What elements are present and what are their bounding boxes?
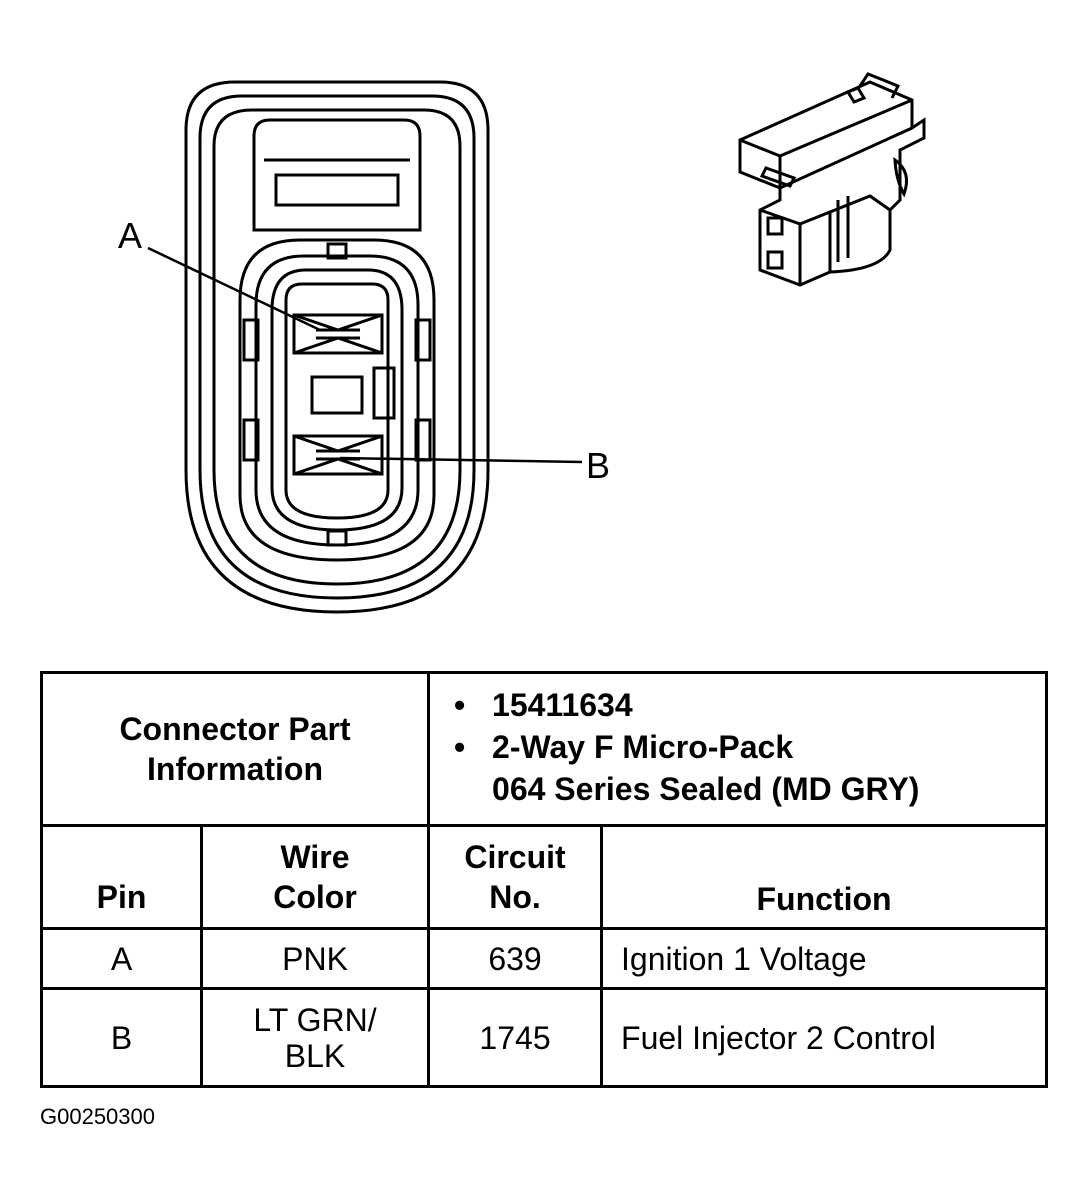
col-header-function: Function [600, 824, 1049, 930]
row-b-wire-color: LT GRN/ BLK [199, 987, 431, 1088]
col-header-pin: Pin [40, 824, 203, 930]
part-number: 15411634 [492, 687, 633, 723]
description-line1: 2-Way F Micro-Pack [492, 729, 794, 765]
part-number-bullet: • 15411634 [454, 684, 1045, 726]
connector-isometric-view [738, 72, 926, 287]
connector-part-details: • 15411634 • 2-Way F Micro-Pack 064 Series… [427, 671, 1049, 827]
connector-info-table: Connector Part Information • 15411634 • 2-… [39, 671, 1049, 1088]
row-b-pin: B [40, 987, 203, 1088]
row-b-circuit: 1745 [427, 987, 604, 1088]
col-header-circuit-no: Circuit No. [427, 824, 604, 930]
connector-face-view [184, 80, 490, 614]
row-b-function: Fuel Injector 2 Control [600, 987, 1049, 1088]
row-a-wire-color: PNK [199, 927, 431, 990]
row-a-function: Ignition 1 Voltage [600, 927, 1049, 990]
svg-text:A: A [118, 215, 142, 256]
row-a-circuit: 639 [427, 927, 604, 990]
table-row: B LT GRN/ BLK 1745 Fuel Injector 2 Contr… [40, 987, 1049, 1088]
description-line2: 064 Series Sealed (MD GRY) [492, 771, 920, 807]
bullet-icon: • [454, 729, 466, 765]
connector-diagram: A B [118, 72, 926, 614]
description-bullet: • 2-Way F Micro-Pack [454, 726, 1045, 768]
figure-id: G00250300 [40, 1104, 155, 1129]
col-header-wire-color: Wire Color [199, 824, 431, 930]
pin-a-callout: A [118, 215, 321, 332]
row-a-pin: A [40, 927, 203, 990]
connector-part-label: Connector Part Information [39, 671, 431, 827]
bullet-icon: • [454, 687, 466, 723]
pin-b-callout: B [339, 445, 610, 486]
table-row: A PNK 639 Ignition 1 Voltage [40, 927, 1049, 990]
svg-text:B: B [586, 445, 610, 486]
